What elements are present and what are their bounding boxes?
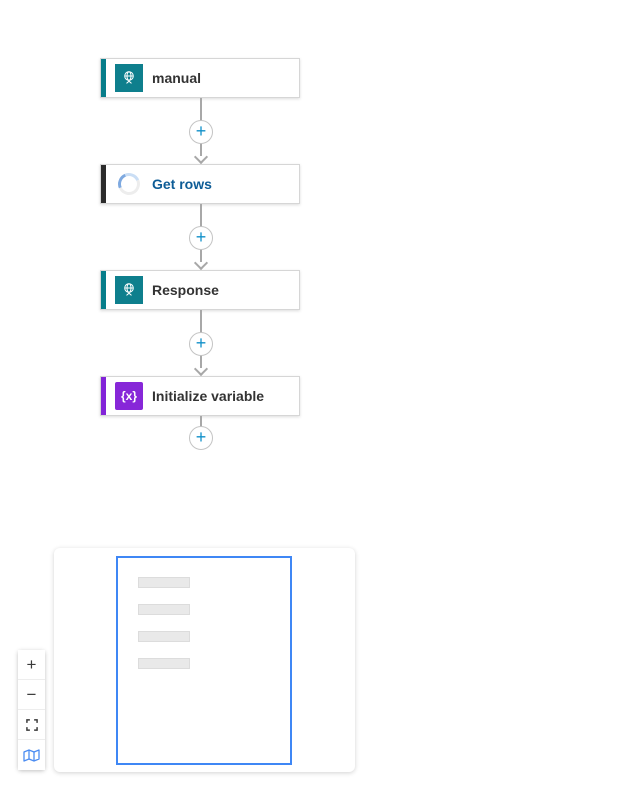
node-title: Response <box>152 282 219 298</box>
fullscreen-icon <box>25 718 38 731</box>
insert-step-button[interactable]: + <box>189 426 213 450</box>
insert-step-button[interactable]: + <box>189 332 213 356</box>
map-icon <box>23 748 40 762</box>
node-title: Get rows <box>152 176 212 192</box>
minimap-toggle-button[interactable] <box>18 740 45 770</box>
connector-arrowhead <box>193 149 209 165</box>
node-accent-bar <box>101 59 106 97</box>
node-accent-bar <box>101 165 106 203</box>
minimap-viewport-rect[interactable] <box>116 556 292 765</box>
flow-node-get-rows[interactable]: Get rows <box>100 164 300 204</box>
node-title: Initialize variable <box>152 388 265 404</box>
flow-node-initialize-variable[interactable]: {x} Initialize variable <box>100 376 300 416</box>
fit-view-button[interactable] <box>18 710 45 740</box>
connector-line <box>200 416 202 427</box>
connector-arrowhead <box>193 361 209 377</box>
insert-step-button[interactable]: + <box>189 226 213 250</box>
insert-step-button[interactable]: + <box>189 120 213 144</box>
connector-arrowhead <box>193 255 209 271</box>
zoom-out-button[interactable]: − <box>18 680 45 710</box>
zoom-in-button[interactable]: + <box>18 650 45 680</box>
variable-icon: {x} <box>115 382 143 410</box>
node-title: manual <box>152 70 202 86</box>
node-accent-bar <box>101 377 106 415</box>
flow-node-response[interactable]: Response <box>100 270 300 310</box>
minimap-node-placeholder <box>138 631 190 642</box>
minimap-node-placeholder <box>138 658 190 669</box>
minimap-node-placeholder <box>138 604 190 615</box>
minimap-node-placeholder <box>138 577 190 588</box>
http-response-icon <box>115 276 143 304</box>
node-accent-bar <box>101 271 106 309</box>
flow-node-manual[interactable]: manual <box>100 58 300 98</box>
canvas-controls: + − <box>18 650 45 770</box>
http-request-icon <box>115 64 143 92</box>
minimap-panel[interactable] <box>54 548 355 772</box>
spinner-icon <box>114 169 144 199</box>
